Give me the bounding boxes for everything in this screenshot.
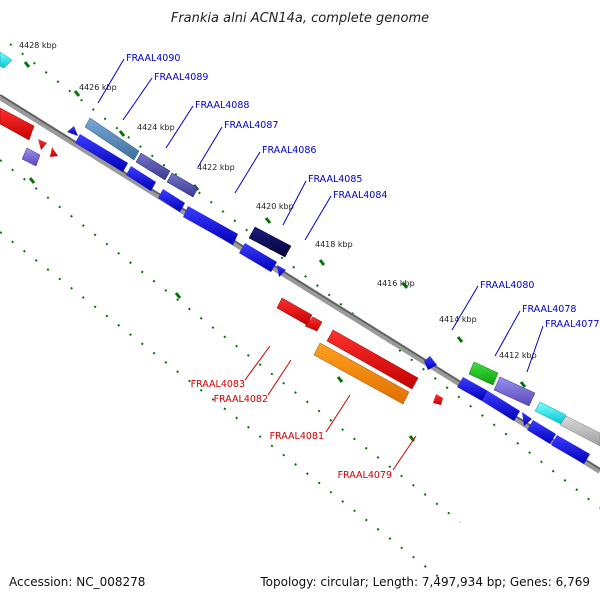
lower-scale-dots <box>0 231 441 579</box>
gene-arrow[interactable] <box>67 126 78 136</box>
leader-line <box>165 105 194 149</box>
gene-arrow[interactable] <box>277 265 286 277</box>
scale-label: 4424 kbp <box>137 123 175 132</box>
scale-label: 4428 kbp <box>19 41 57 50</box>
gene-label[interactable]: FRAAL4077 <box>545 319 599 330</box>
scale-label: 4420 kbp <box>256 202 294 211</box>
reverse-strand-features <box>0 107 443 405</box>
leader-line <box>392 435 417 471</box>
major-tick <box>118 130 126 137</box>
outer-scale-dots <box>9 43 600 509</box>
gene-arrow[interactable] <box>424 356 437 370</box>
scale-labels: 4428 kbp 4426 kbp 4424 kbp 4422 kbp 4420… <box>19 41 537 360</box>
forward-gene-labels: FRAAL4090 FRAAL4089 FRAAL4088 FRAAL4087 … <box>126 53 599 330</box>
gene-feature-fraal4083[interactable] <box>276 297 313 326</box>
gene-arrow[interactable] <box>522 412 532 426</box>
map-title: Frankia alni ACN14a, complete genome <box>171 11 429 26</box>
major-tick <box>174 292 182 299</box>
forward-label-leaders <box>97 58 544 373</box>
gene-feature-fraal4079[interactable] <box>326 329 419 390</box>
scale-label: 4418 kbp <box>315 240 353 249</box>
leader-line <box>282 180 307 226</box>
gene-feature[interactable] <box>559 415 600 447</box>
major-tick <box>23 61 31 68</box>
leader-line <box>304 195 332 241</box>
gene-label[interactable]: FRAAL4081 <box>270 431 324 442</box>
gene-feature-fraal4085[interactable] <box>248 226 292 258</box>
leader-line <box>244 345 271 381</box>
gene-feature-fraal4084[interactable] <box>239 243 277 272</box>
major-tick <box>336 376 344 383</box>
gene-feature-fraal4089[interactable] <box>135 152 171 181</box>
gene-feature[interactable] <box>551 435 590 464</box>
scale-label: 4416 kbp <box>377 279 415 288</box>
gene-arrow[interactable] <box>433 394 443 405</box>
leader-line <box>122 77 153 121</box>
gene-feature-fraal4077[interactable] <box>534 401 567 425</box>
scale-label: 4426 kbp <box>79 83 117 92</box>
leader-line <box>267 359 292 396</box>
gene-feature[interactable] <box>126 166 156 191</box>
major-ticks <box>23 61 581 442</box>
accession-text: Accession: NC_008278 <box>9 575 145 589</box>
gene-feature-fraal4082[interactable] <box>304 316 323 332</box>
gene-label[interactable]: FRAAL4086 <box>262 145 316 156</box>
leader-line <box>97 58 125 104</box>
gene-feature-fraal4078[interactable] <box>493 376 536 407</box>
leader-line <box>451 285 479 331</box>
scale-label: 4412 kbp <box>499 351 537 360</box>
gene-label[interactable]: FRAAL4082 <box>214 394 268 405</box>
gene-label[interactable]: FRAAL4079 <box>338 470 392 481</box>
genome-summary-text: Topology: circular; Length: 7,497,934 bp… <box>259 575 590 589</box>
gene-label[interactable]: FRAAL4084 <box>333 190 387 201</box>
leader-line <box>325 394 351 433</box>
reverse-label-leaders <box>244 345 417 471</box>
forward-strand-features <box>0 51 600 464</box>
leader-line <box>526 325 544 373</box>
gene-label[interactable]: FRAAL4085 <box>308 174 362 185</box>
leader-line <box>197 126 223 168</box>
gene-feature[interactable] <box>0 107 35 141</box>
scale-label: 4422 kbp <box>197 163 235 172</box>
gene-label[interactable]: FRAAL4080 <box>480 280 534 291</box>
gene-label[interactable]: FRAAL4083 <box>191 379 245 390</box>
major-tick <box>28 177 36 184</box>
reverse-gene-labels: FRAAL4083 FRAAL4082 FRAAL4081 FRAAL4079 <box>191 379 392 481</box>
gene-label[interactable]: FRAAL4089 <box>154 72 208 83</box>
gene-feature[interactable] <box>527 420 556 444</box>
gene-feature[interactable] <box>482 391 520 421</box>
gene-feature[interactable] <box>457 377 488 401</box>
major-tick <box>318 259 326 266</box>
gene-feature[interactable] <box>21 147 41 167</box>
gene-label[interactable]: FRAAL4090 <box>126 53 180 64</box>
gene-feature-fraal4088[interactable] <box>166 172 199 198</box>
gene-feature[interactable] <box>158 189 185 212</box>
gene-feature-fraal4081[interactable] <box>313 342 410 405</box>
gene-arrow[interactable] <box>38 139 47 150</box>
leader-line <box>494 310 521 357</box>
major-tick <box>401 282 409 289</box>
major-tick <box>264 217 272 224</box>
gene-feature-fraal4090[interactable] <box>84 117 140 161</box>
gene-arrow[interactable] <box>50 147 58 157</box>
gene-label[interactable]: FRAAL4078 <box>522 304 576 315</box>
gene-feature-fraal4086[interactable] <box>183 206 238 245</box>
gene-feature-fraal4080[interactable] <box>468 361 499 386</box>
major-tick <box>519 381 527 388</box>
major-tick <box>73 90 81 97</box>
gene-feature[interactable] <box>0 51 13 69</box>
gene-feature-fraal4087[interactable] <box>75 134 128 172</box>
gene-label[interactable]: FRAAL4088 <box>195 100 249 111</box>
gene-label[interactable]: FRAAL4087 <box>224 120 278 131</box>
leader-line <box>234 151 261 194</box>
major-tick <box>456 336 464 343</box>
